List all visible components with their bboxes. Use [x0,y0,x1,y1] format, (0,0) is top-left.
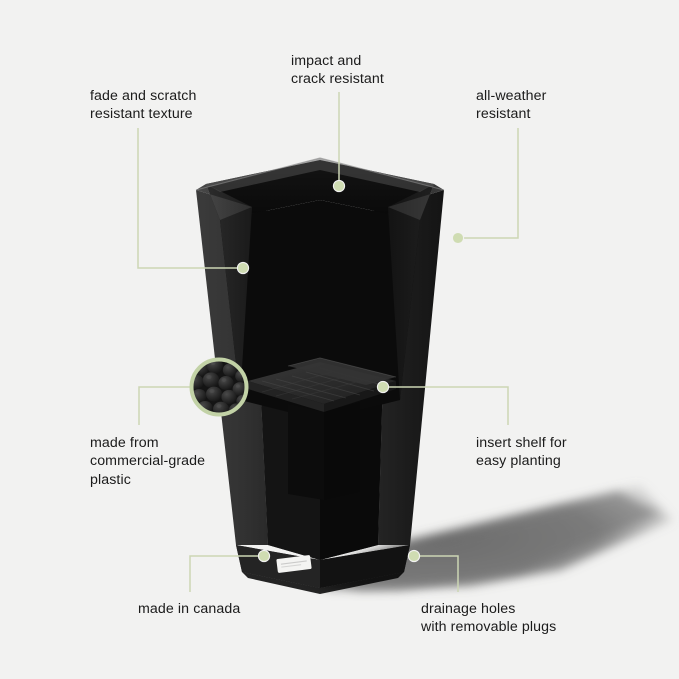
planter-rim [195,157,445,220]
leader-commercial-grade-plastic [138,386,196,425]
leader-drainage-holes [414,555,459,592]
callout-label-made-in-canada: made in canada [138,601,241,617]
leader-insert-shelf [383,386,509,425]
product-label-tag [276,555,312,573]
dot-fade-and-scratch [236,261,250,275]
callout-label-commercial-grade-plastic: made from commercial-grade plastic [90,435,206,488]
callout-label-all-weather: all-weather resistant [476,88,547,123]
leader-all-weather [458,128,519,239]
dot-insert-shelf [376,380,390,394]
dot-drainage-holes [407,549,421,563]
leader-made-in-canada [189,555,264,592]
callout-label-drainage-holes: drainage holes with removable plugs [421,601,557,636]
callout-label-impact-and-crack: impact and crack resistant [291,53,384,88]
dot-all-weather [451,231,465,245]
dot-impact-and-crack [332,179,346,193]
callout-label-insert-shelf: insert shelf for easy planting [476,435,567,470]
leader-fade-and-scratch [137,128,243,269]
dot-made-in-canada [257,549,271,563]
callout-label-fade-and-scratch: fade and scratch resistant texture [90,88,197,123]
callout-leaders [137,92,519,592]
callout-dots [236,179,465,563]
